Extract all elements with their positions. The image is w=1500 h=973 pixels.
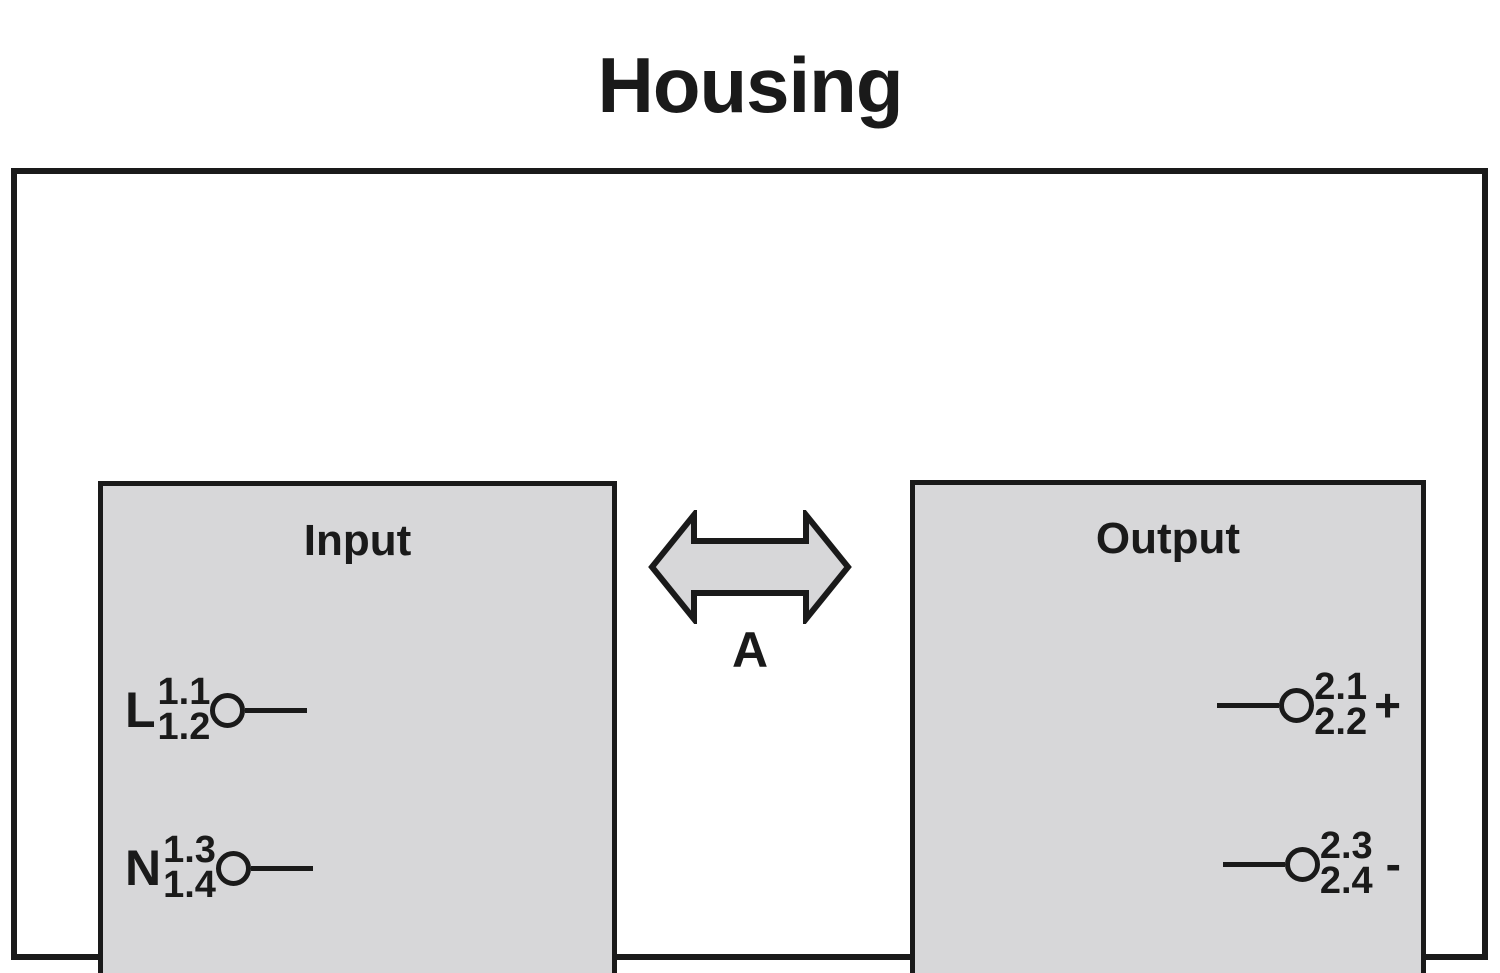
polarity-plus-icon: + <box>1374 679 1401 731</box>
input-terminal-L: L 1.1 1.2 <box>125 667 308 753</box>
terminal-number: 2.4 <box>1319 860 1373 902</box>
input-terminal-N-lead <box>215 850 313 886</box>
terminal-node-icon <box>1279 687 1315 723</box>
lead-line-icon <box>1222 861 1285 867</box>
lead-line-icon <box>245 707 308 713</box>
input-terminal-L-phase: L <box>125 682 156 738</box>
input-block-title: Input <box>303 516 412 565</box>
terminal-number: 1.1 <box>157 671 211 714</box>
terminal-node-icon <box>210 692 246 728</box>
input-block: Input L 1.1 1.2 N 1.3 1.4 <box>98 481 617 973</box>
terminal-number: 2.2 <box>1314 701 1368 743</box>
separation-arrow <box>648 510 852 624</box>
page-title: Housing <box>597 41 904 129</box>
input-terminal-N: N 1.3 1.4 <box>125 825 313 911</box>
separation-arrow-label: A <box>731 622 769 678</box>
output-terminal-positive-lead <box>1217 687 1315 723</box>
lead-line-icon <box>250 865 313 871</box>
output-terminal-negative-lead <box>1222 846 1320 882</box>
output-terminal-positive-numbers: 2.1 2.2 <box>1314 666 1368 743</box>
terminal-number: 2.3 <box>1319 825 1373 868</box>
terminal-node-icon <box>215 850 251 886</box>
output-terminal-positive: 2.1 2.2 + <box>1217 662 1401 748</box>
polarity-minus-icon: - <box>1385 838 1401 890</box>
terminal-number: 1.3 <box>163 829 216 872</box>
output-terminal-negative-numbers: 2.3 2.4 <box>1319 825 1373 902</box>
output-terminal-negative: 2.3 2.4 - <box>1222 821 1401 907</box>
terminal-node-icon <box>1284 846 1320 882</box>
double-headed-horizontal-arrow-icon <box>648 510 852 624</box>
input-terminal-L-numbers: 1.1 1.2 <box>157 671 211 748</box>
input-terminal-L-lead <box>210 692 308 728</box>
output-block-title: Output <box>1095 514 1241 563</box>
input-terminal-N-numbers: 1.3 1.4 <box>163 829 216 906</box>
lead-line-icon <box>1217 702 1280 708</box>
terminal-number: 1.4 <box>163 864 216 906</box>
terminal-number: 2.1 <box>1314 666 1368 709</box>
housing-frame: Input L 1.1 1.2 N 1.3 1.4 <box>11 168 1488 973</box>
output-block: Output 2.1 2.2 + 2 <box>910 480 1426 973</box>
terminal-number: 1.2 <box>157 706 211 748</box>
input-terminal-N-phase: N <box>125 840 162 896</box>
